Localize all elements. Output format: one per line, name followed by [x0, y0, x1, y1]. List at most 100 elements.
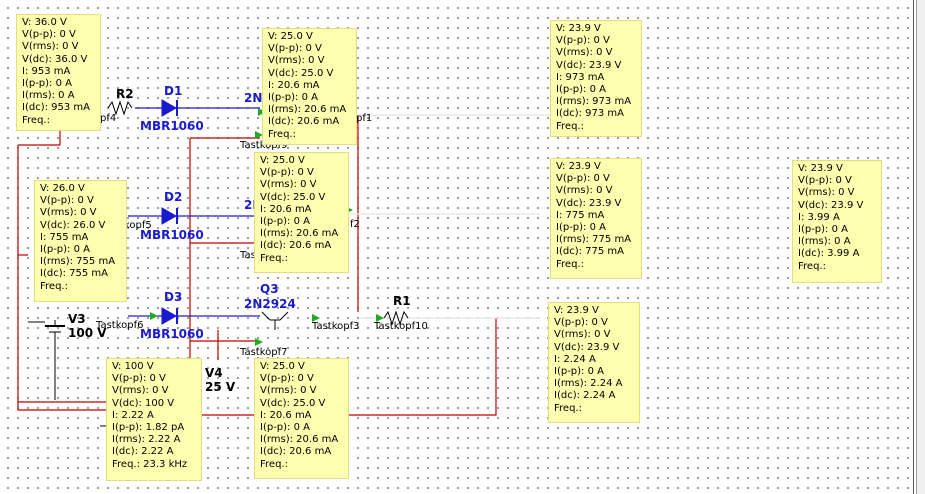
probe-tag-3[interactable]: Tastkopf3 [312, 321, 360, 332]
probe-tag-2[interactable]: f2 [350, 219, 360, 230]
probe-tag-6[interactable]: Tastkopf6 [96, 320, 144, 331]
probe-tag-mid[interactable]: Tas [240, 250, 256, 261]
probe-line: I: 755 mA [40, 231, 89, 243]
probe-line: I: 20.6 mA [260, 203, 312, 215]
probe-line: I(rms): 973 mA [556, 96, 632, 108]
probe-line: V(rms): 0 V [556, 47, 613, 59]
v3-value: 100 V [68, 326, 107, 340]
probe-line: I(p-p): 0 A [554, 366, 604, 378]
probe-line: V(dc): 23.9 V [554, 341, 620, 353]
probe-tag-10[interactable]: Tastkopf10 [374, 321, 428, 332]
transistor-q3 [261, 311, 289, 330]
probe-line: I(dc): 20.6 mA [268, 116, 340, 128]
probe-line: I(p-p): 0 A [40, 244, 90, 256]
probe-line: V(rms): 0 V [260, 179, 317, 191]
probe-arrow-6 [150, 312, 158, 320]
probe-line: V(dc): 100 V [112, 397, 175, 409]
r1-label: R1 [393, 294, 411, 308]
probe-line: I(rms): 0 A [22, 90, 75, 102]
probe-line: V: 23.9 V [798, 163, 843, 174]
probe-line: V(rms): 0 V [798, 187, 855, 199]
probe-line: I(rms): 2.24 A [554, 378, 623, 390]
probe-line: V(p-p): 0 V [554, 317, 608, 329]
probe-tag-1[interactable]: pf1 [356, 113, 373, 124]
probe-line: I(p-p): 0 A [268, 92, 318, 104]
probe-tag-4[interactable]: pf4 [100, 113, 117, 124]
probe-line: I(dc): 2.22 A [112, 446, 174, 458]
probe-line: V(p-p): 0 V [556, 35, 610, 47]
probe-line: V(dc): 36.0 V [22, 53, 88, 65]
probe-tag-9[interactable]: Tastkopf9 [240, 140, 288, 151]
probe-line: V(p-p): 0 V [112, 373, 166, 385]
probe-line: I(rms): 20.6 mA [260, 434, 339, 446]
probe-line: V(dc): 23.9 V [798, 199, 864, 211]
probe-line: Freq.: [268, 128, 296, 140]
probe-line: I(p-p): 0 A [260, 422, 310, 434]
probe-line: V(dc): 25.0 V [268, 67, 334, 79]
probe-line: I(p-p): 0 A [556, 84, 606, 96]
resistor-r2 [107, 100, 133, 116]
probe-line: I(p-p): 1.82 pA [112, 422, 185, 434]
probe-line: Freq.: [40, 280, 68, 292]
probe-line: V(rms): 0 V [268, 55, 325, 67]
probe-line: I(rms): 755 mA [40, 256, 116, 268]
vertical-ruler[interactable] [916, 0, 925, 494]
wire-left-bus [17, 145, 108, 411]
d1-label: D1 [164, 84, 183, 98]
probe-line: V: 23.9 V [554, 305, 599, 316]
probe-line: V(p-p): 0 V [798, 175, 852, 187]
d2-model: MBR1060 [140, 228, 204, 242]
probe-line: I: 2.24 A [554, 353, 596, 365]
probe-line: V: 25.0 V [260, 361, 305, 372]
probe-line: V(rms): 0 V [556, 185, 613, 197]
probe-tag-5[interactable]: kopf5 [124, 220, 152, 231]
v4-label: V4 [205, 366, 223, 380]
probe-line: V(p-p): 0 V [556, 173, 610, 185]
probe-line: V: 36.0 V [22, 17, 67, 28]
q-top-model: 2N [244, 91, 263, 105]
probe-line: I(dc): 775 mA [556, 246, 624, 258]
probe-line: I(rms): 20.6 mA [268, 104, 347, 116]
page-boundary-line [913, 0, 914, 494]
probe-line: V(p-p): 0 V [260, 167, 314, 179]
diode-symbols [161, 99, 178, 325]
d1-model: MBR1060 [140, 119, 204, 133]
diode-d3 [161, 307, 178, 325]
d2-label: D2 [164, 190, 183, 204]
probe-line: Freq.: [22, 114, 50, 126]
probe-arrow-3 [312, 314, 320, 322]
probe-line: I: 20.6 mA [268, 79, 320, 91]
probe-line: V(dc): 25.0 V [260, 191, 326, 203]
probe-line: V(p-p): 0 V [40, 195, 94, 207]
probe-line: V(dc): 26.0 V [40, 219, 106, 231]
probe-line: I(rms): 0 A [798, 236, 851, 248]
probe-line: V(rms): 0 V [260, 385, 317, 397]
probe-line: Freq.: [260, 252, 288, 264]
probe-line: V: 23.9 V [556, 161, 601, 172]
probe-line: V: 25.0 V [268, 31, 313, 42]
probe-tag-7[interactable]: Tastkopf7 [240, 347, 288, 358]
v3-label: V3 [68, 312, 86, 326]
probe-line: Freq.: 23.3 kHz [112, 458, 188, 470]
probe-line: V(rms): 0 V [112, 385, 169, 397]
probe-line: I: 2.22 A [112, 409, 154, 421]
resistor-r1 [383, 310, 409, 326]
battery-v3 [28, 320, 65, 400]
probe-line: I(dc): 953 mA [22, 102, 90, 114]
probe-line: V(rms): 0 V [554, 329, 611, 341]
probe-line: I(rms): 2.22 A [112, 434, 181, 446]
probe-line: I: 953 mA [22, 65, 71, 77]
probe-arrow-7 [255, 338, 263, 346]
probe-line: I: 973 mA [556, 71, 605, 83]
probe-line: I: 775 mA [556, 209, 605, 221]
